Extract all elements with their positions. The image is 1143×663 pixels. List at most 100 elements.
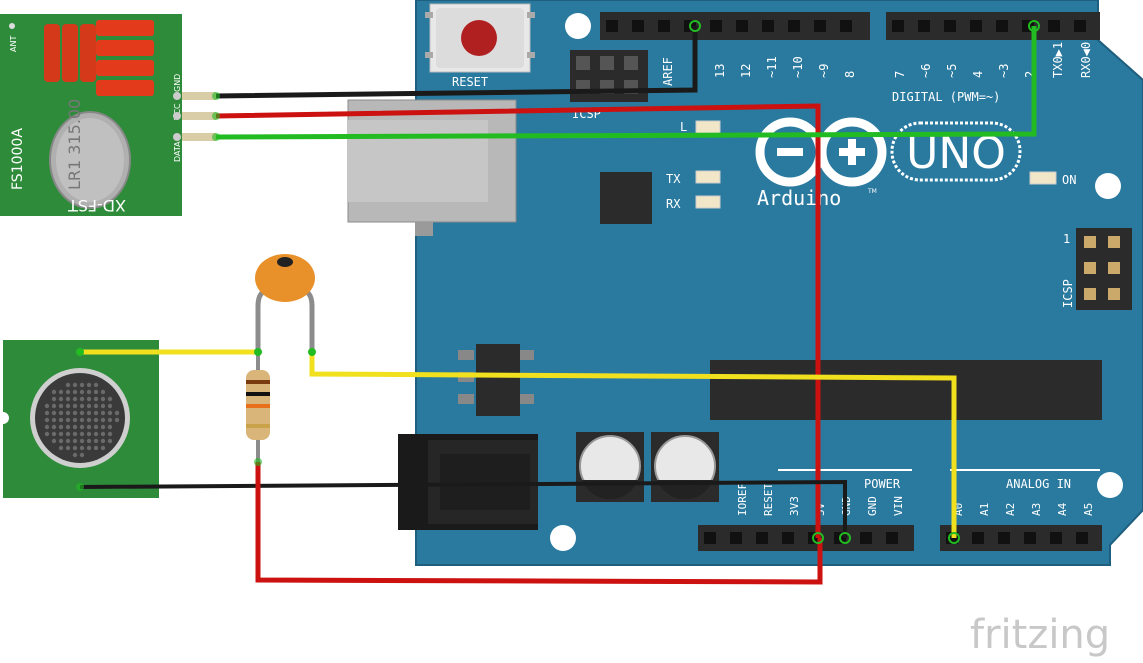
digital-pin-label: ~6 [919, 64, 933, 78]
crystal-label: LR1 315.00 [65, 99, 84, 190]
tx-led [695, 170, 721, 184]
header-pin-hole [814, 20, 826, 32]
icsp-header-right [1076, 228, 1132, 310]
rx-label: RX [666, 197, 681, 211]
rf-name-label: FS1000A [10, 128, 26, 190]
on-led [1029, 171, 1057, 185]
brand-label: Arduino [757, 186, 841, 210]
header-pin-hole [1076, 532, 1088, 544]
power-jack [398, 434, 538, 530]
antenna-coil [44, 20, 154, 96]
header-pin-hole [736, 20, 748, 32]
digital-pin-label: AREF [661, 57, 675, 86]
header-pin-hole [886, 532, 898, 544]
analog-pin-label: A1 [978, 503, 991, 516]
usb-connector [347, 99, 517, 236]
l-led [695, 120, 721, 134]
header-pin-hole [972, 532, 984, 544]
header-pin-hole [996, 20, 1008, 32]
gnd-wire-mic [79, 479, 847, 538]
icsp-right-label: ICSP [1061, 279, 1075, 308]
power-pin-label: IOREF [736, 483, 749, 516]
header-pin-hole [1074, 20, 1086, 32]
header-pin-hole [710, 20, 722, 32]
analog-pin-label: A3 [1030, 503, 1043, 516]
icsp-pin1-label: 1 [1063, 232, 1070, 246]
ceramic-capacitor [255, 254, 315, 352]
rf-pin-label: DATA [173, 141, 182, 162]
digital-pin-label: RX0◀0 [1079, 42, 1093, 78]
header-pin-hole [840, 20, 852, 32]
wires [76, 20, 1040, 585]
ant-label: ANT [9, 36, 18, 52]
digital-pin-label: TX0▶1 [1051, 42, 1065, 78]
icsp-header-top [570, 50, 648, 102]
header-pin-hole [606, 20, 618, 32]
digital-header-left [600, 12, 870, 40]
header-pin-hole [944, 20, 956, 32]
digital-pin-label: ~9 [817, 64, 831, 78]
digital-pin-label: 4 [971, 71, 985, 78]
fritzing-watermark: fritzing [970, 612, 1110, 658]
rf-brand-label: XD-FST [68, 196, 126, 215]
crystal: LR1 315.00 [49, 99, 131, 209]
capacitor-1 [576, 432, 644, 502]
digital-label: DIGITAL (PWM=~) [892, 90, 1000, 104]
power-pin-label: GND [866, 496, 879, 516]
digital-pin-label: 8 [843, 71, 857, 78]
capacitor-2 [651, 432, 719, 502]
header-pin-hole [788, 20, 800, 32]
digital-pin-label: 2 [1023, 71, 1037, 78]
header-pin-hole [1048, 20, 1060, 32]
digital-pin-label: ~5 [945, 64, 959, 78]
digital-header-right [886, 12, 1100, 40]
digital-pin-label: ~11 [765, 56, 779, 78]
reset-label: RESET [452, 75, 488, 89]
resistor [246, 352, 270, 462]
on-label: ON [1062, 173, 1076, 187]
arduino-uno-board: RESET ICSP AREF 13 12 ~11 ~10 ~9 8 7 ~6 ~5 4 ~3 2 TX0… [347, 0, 1143, 566]
header-pin-hole [860, 532, 872, 544]
digital-pin-label: ~10 [791, 56, 805, 78]
power-header [698, 525, 914, 551]
header-pin-hole [632, 20, 644, 32]
header-pin-hole [1050, 532, 1062, 544]
power-pin-label: 3V3 [788, 496, 801, 516]
digital-pin-label: ~3 [997, 64, 1011, 78]
header-pin-hole [658, 20, 670, 32]
digital-pin-label: 13 [713, 64, 727, 78]
analog-pin-label: A4 [1056, 502, 1069, 516]
digital-pin-label: 7 [893, 71, 907, 78]
digital-pin-labels: AREF 13 12 ~11 ~10 ~9 8 7 ~6 ~5 4 ~3 2 TX0▶1 RX0◀0 [661, 42, 1093, 86]
tm-label: TM [867, 188, 877, 195]
power-pin-label: RESET [762, 483, 775, 516]
analog-pin-label: A5 [1082, 503, 1095, 516]
tx-label: TX [666, 172, 681, 186]
header-pin-hole [730, 532, 742, 544]
power-label: POWER [864, 477, 901, 491]
rx-led [695, 195, 721, 209]
analog-label: ANALOG IN [1006, 477, 1071, 491]
data-wire-rf [215, 26, 1037, 140]
l-label: L [680, 120, 687, 134]
analog-pin-label: A2 [1004, 503, 1017, 516]
atmega-chip [710, 360, 1102, 420]
header-pin-hole [782, 532, 794, 544]
header-pin-hole [704, 532, 716, 544]
uno-logo: UNO [890, 121, 1022, 182]
usb-chip [600, 172, 652, 224]
reset-button[interactable] [425, 3, 535, 73]
header-pin-hole [1024, 532, 1036, 544]
microphone-module [0, 340, 159, 498]
rf-transmitter-module: LR1 315.00 FS1000A XD-FST ANT GND VCC DATA [0, 14, 216, 216]
analog-header [940, 525, 1102, 551]
header-pin-hole [892, 20, 904, 32]
gnd-wire-rf [215, 26, 698, 99]
header-pin-hole [762, 20, 774, 32]
header-pin-hole [756, 532, 768, 544]
rf-pin-label: GND [173, 74, 182, 92]
power-pin-label: VIN [892, 496, 905, 516]
header-pin-hole [918, 20, 930, 32]
digital-pin-label: 12 [739, 64, 753, 78]
rf-pin-label: VCC [173, 103, 182, 120]
